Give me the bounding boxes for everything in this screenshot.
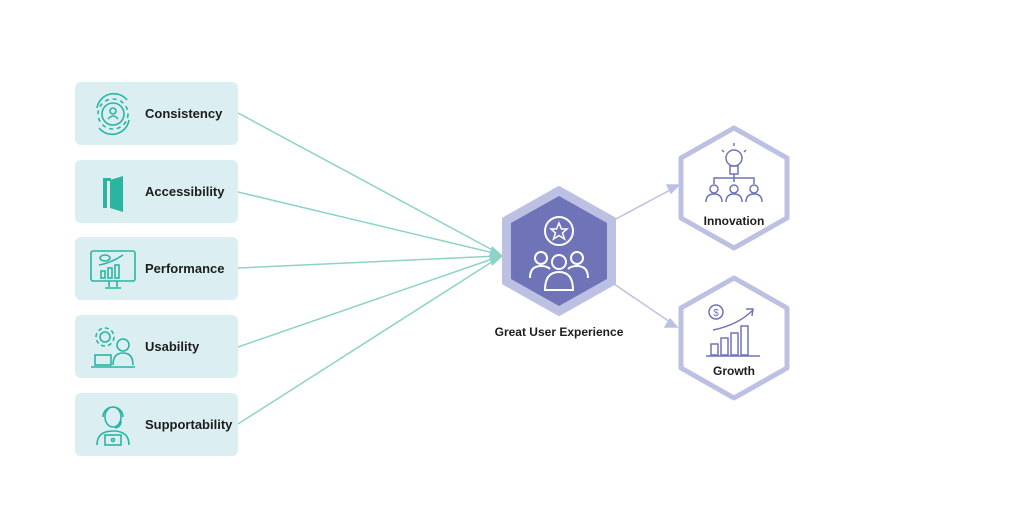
growth-label: Growth — [713, 364, 755, 378]
lightbulb-team-icon — [705, 143, 763, 203]
factor-performance: Performance — [75, 237, 238, 300]
svg-text:$: $ — [713, 308, 719, 319]
connector-performance — [237, 255, 499, 269]
factor-label: Performance — [145, 261, 225, 276]
team-star-icon — [529, 216, 589, 291]
factor-label: Usability — [145, 339, 200, 354]
converge-arrowhead — [489, 246, 503, 266]
arrow-to-innovation — [613, 188, 673, 221]
connector-supportability — [237, 257, 499, 425]
factor-supportability: Supportability — [75, 393, 238, 456]
growth-chart-dollar-icon: $ — [706, 304, 760, 357]
arrow-to-growth — [613, 283, 671, 323]
support-agent-headset-icon — [96, 406, 130, 446]
innovation-hexagon — [678, 125, 790, 251]
open-door-icon — [103, 176, 123, 212]
factor-label: Supportability — [145, 417, 233, 432]
connector-usability — [237, 256, 499, 348]
factor-usability: Usability — [75, 315, 238, 378]
center-label: Great User Experience — [494, 325, 624, 339]
connector-consistency — [237, 112, 499, 254]
gear-cycle-user-icon — [96, 92, 130, 136]
factor-label: Accessibility — [145, 184, 225, 199]
person-laptop-gear-icon — [91, 327, 135, 368]
growth-hexagon: $ — [678, 275, 790, 401]
monitor-rocket-chart-icon — [90, 250, 136, 289]
innovation-label: Innovation — [703, 214, 765, 228]
center-hexagon — [502, 186, 616, 316]
factor-label: Consistency — [145, 106, 223, 121]
arrowhead-innovation — [665, 184, 681, 195]
factor-accessibility: Accessibility — [75, 160, 238, 223]
factor-consistency: Consistency — [75, 82, 238, 145]
connector-accessibility — [237, 191, 499, 255]
arrowhead-growth — [663, 317, 679, 328]
